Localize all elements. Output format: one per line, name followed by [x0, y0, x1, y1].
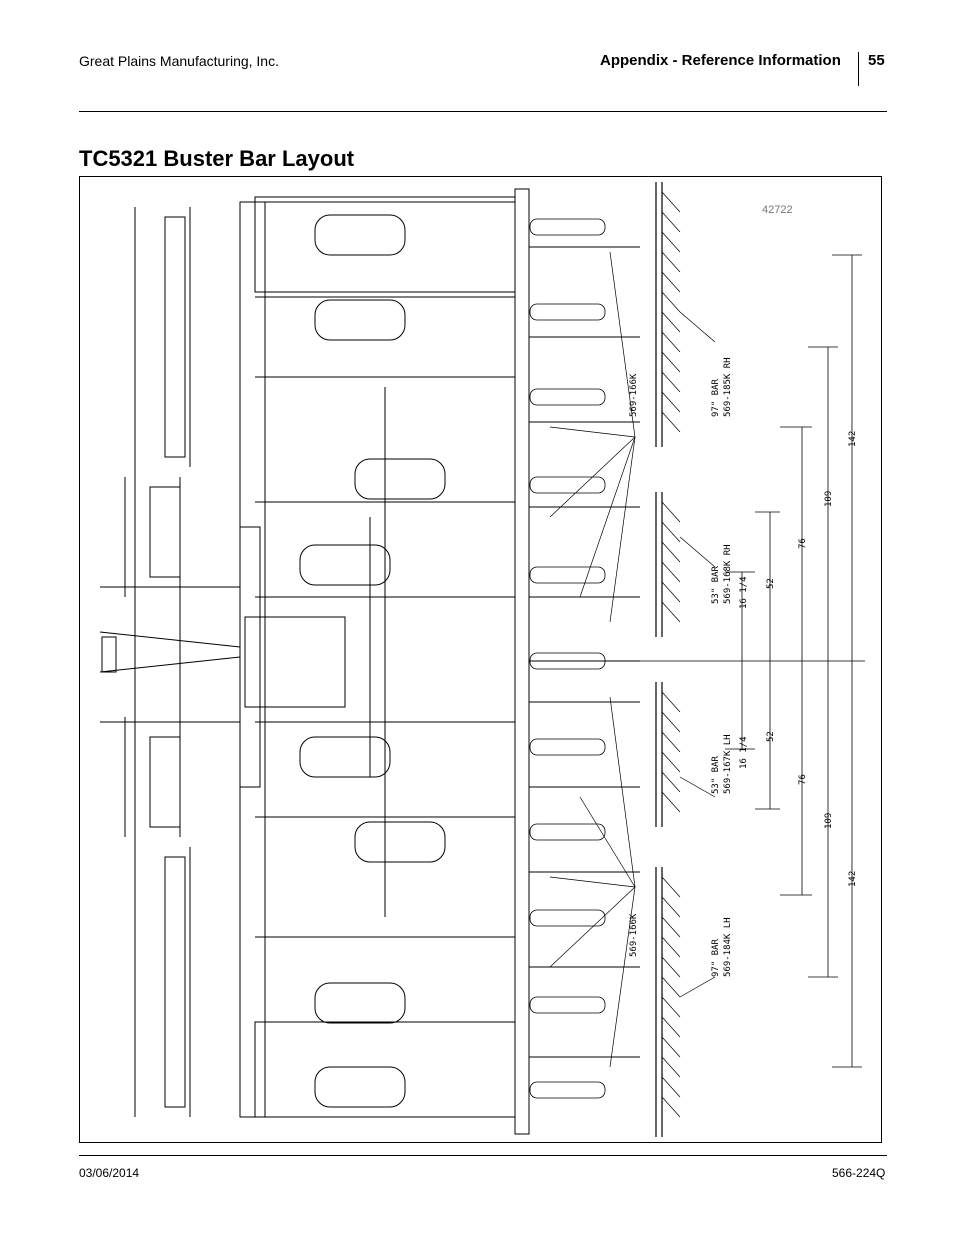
dim-109-top: 109 — [824, 491, 834, 507]
bar-label-upper-97: 97" BAR — [711, 378, 721, 417]
dim-52-bot: 52 — [766, 731, 776, 742]
header-rule — [79, 111, 887, 112]
buster-bars — [655, 182, 663, 1137]
dim-142-bot: 142 — [848, 871, 858, 887]
bar-label-lower-97: 97" BAR — [711, 938, 721, 977]
dim-76-bot: 76 — [798, 774, 808, 785]
part-label-upper-185k: 569-185K RH — [723, 357, 733, 417]
bar-label-lower-53: 53" BAR — [711, 755, 721, 794]
footer-date: 03/06/2014 — [79, 1166, 140, 1180]
footer-rule — [79, 1155, 887, 1156]
spring-shanks — [514, 188, 640, 1135]
part-label-lower-184k: 569-184K LH — [723, 917, 733, 977]
buster-tines — [661, 191, 681, 1118]
leader-lines — [549, 251, 716, 1068]
main-frame — [239, 196, 516, 1118]
page-title: TC5321 Buster Bar Layout — [79, 146, 355, 171]
machine-drawing: 569-166K 97" BAR 569-185K RH 53" BAR 569… — [99, 182, 865, 1137]
part-label-lower-167k: 569-167K LH — [723, 734, 733, 794]
header-divider — [858, 52, 859, 86]
page-number: 55 — [868, 52, 885, 69]
transport-tires — [299, 214, 446, 1108]
part-label-upper-166k: 569-166K — [629, 373, 639, 417]
offset-label-upper: 16 1/4 — [739, 576, 749, 609]
dim-109-bot: 109 — [824, 813, 834, 829]
part-label-lower-166k: 569-166K — [629, 913, 639, 957]
part-label-upper-168k: 569-168K RH — [723, 544, 733, 604]
figure-id: 42722 — [762, 204, 793, 216]
left-gang-assembly — [99, 207, 241, 1117]
dim-52-top: 52 — [766, 578, 776, 589]
layout-diagram: 42722 — [79, 176, 882, 1143]
offset-label-lower: 16 1/4 — [739, 736, 749, 769]
bar-label-upper-53: 53" BAR — [711, 565, 721, 604]
footer-doc-number: 566-224Q — [832, 1166, 886, 1180]
dimension-lines — [529, 254, 865, 1068]
dim-76-top: 76 — [798, 538, 808, 549]
company-name: Great Plains Manufacturing, Inc. — [79, 53, 279, 69]
dim-142-top: 142 — [848, 431, 858, 447]
section-title: Appendix - Reference Information — [600, 52, 841, 69]
